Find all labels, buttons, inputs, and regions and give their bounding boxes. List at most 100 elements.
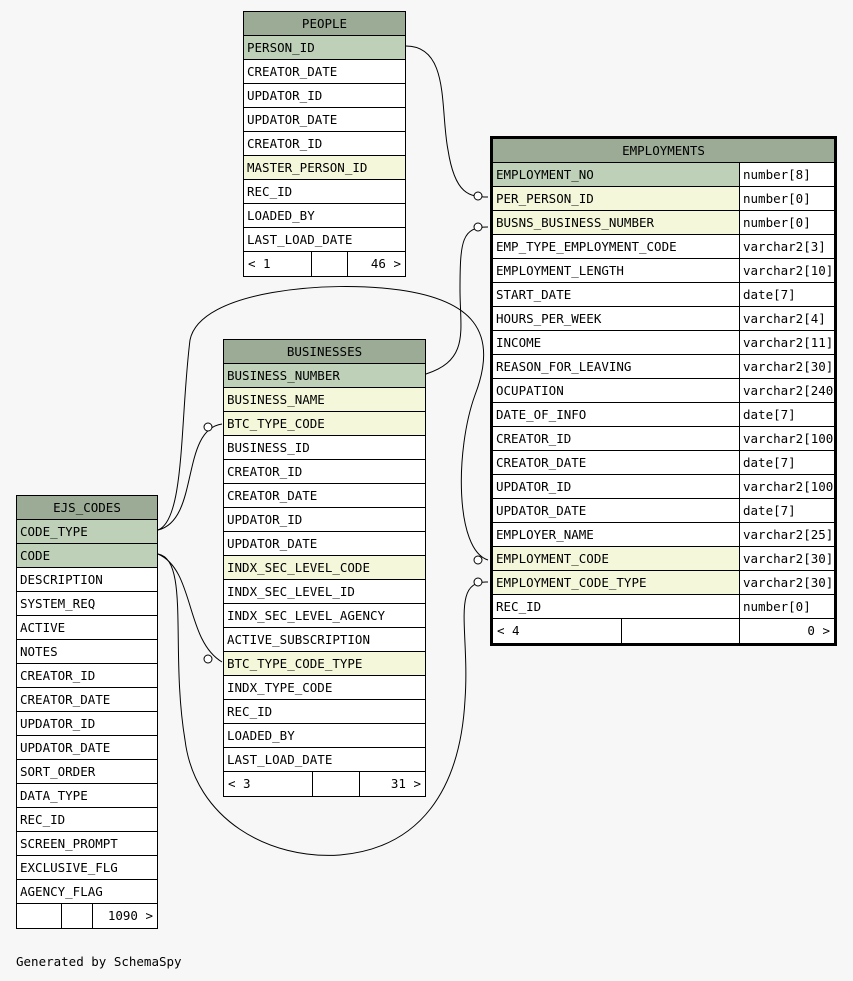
column-name: SYSTEM_REQ [20,596,96,611]
column-row[interactable]: UPDATOR_DATE [244,108,405,132]
footer-right: 0 > [807,623,830,638]
column-row[interactable]: LAST_LOAD_DATE [224,748,425,772]
column-name: LOADED_BY [247,208,315,223]
column-row[interactable]: INDX_SEC_LEVEL_ID [224,580,425,604]
column-row[interactable]: LAST_LOAD_DATE [244,228,405,252]
footer-divider [312,772,313,796]
column-row[interactable]: LOADED_BY [224,724,425,748]
column-row[interactable]: UPDATOR_ID [17,712,157,736]
column-row[interactable]: INDX_SEC_LEVEL_AGENCY [224,604,425,628]
column-name: NOTES [20,644,58,659]
column-type: date[7] [739,499,834,522]
column-row[interactable]: INDX_TYPE_CODE [224,676,425,700]
column-type: date[7] [739,403,834,426]
column-name: UPDATOR_DATE [227,536,318,551]
column-row[interactable]: CREATOR_ID [224,460,425,484]
column-name: DATE_OF_INFO [496,407,587,422]
column-name: CREATOR_DATE [20,692,111,707]
column-row[interactable]: BUSINESS_ID [224,436,425,460]
column-row[interactable]: REC_ID [244,180,405,204]
column-name: LOADED_BY [227,728,295,743]
footer-left: < 4 [497,623,520,638]
column-name: UPDATOR_DATE [247,112,338,127]
column-row[interactable]: EXCLUSIVE_FLG [17,856,157,880]
column-row[interactable]: MASTER_PERSON_ID [244,156,405,180]
column-row[interactable]: AGENCY_FLAG [17,880,157,904]
column-row[interactable]: SORT_ORDER [17,760,157,784]
column-name: UPDATOR_DATE [496,503,587,518]
column-row[interactable]: REC_ID [17,808,157,832]
footer-divider [61,904,62,928]
column-row[interactable]: BTC_TYPE_CODE [224,412,425,436]
column-row[interactable]: PERSON_ID [244,36,405,60]
column-row[interactable]: ACTIVE [17,616,157,640]
column-row[interactable]: CREATOR_ID [17,664,157,688]
column-name: EMPLOYMENT_LENGTH [496,263,624,278]
column-row[interactable]: CREATOR_ID [244,132,405,156]
table-title: PEOPLE [244,12,405,36]
column-row[interactable]: CODE_TYPE [17,520,157,544]
column-row[interactable]: BTC_TYPE_CODE_TYPE [224,652,425,676]
column-row[interactable]: CREATOR_DATE [224,484,425,508]
column-type: varchar2[30] [739,355,834,378]
optional-marker [473,222,483,232]
column-row[interactable]: UPDATOR_ID [244,84,405,108]
column-row[interactable]: UPDATOR_DATE [224,532,425,556]
column-row[interactable]: SCREEN_PROMPT [17,832,157,856]
column-type: varchar2[10] [739,259,834,282]
column-row[interactable]: UPDATOR_DATE date[7] [493,499,834,523]
column-name: UPDATOR_ID [496,479,572,494]
column-name: REC_ID [496,599,542,614]
column-row[interactable]: NOTES [17,640,157,664]
column-name: AGENCY_FLAG [20,884,103,899]
column-row[interactable]: UPDATOR_DATE [17,736,157,760]
column-name: EXCLUSIVE_FLG [20,860,118,875]
table-title: BUSINESSES [224,340,425,364]
column-row[interactable]: UPDATOR_ID [224,508,425,532]
column-name: BUSINESS_ID [227,440,310,455]
column-row[interactable]: CREATOR_DATE [17,688,157,712]
column-name: EMP_TYPE_EMPLOYMENT_CODE [496,239,677,254]
column-row[interactable]: DATE_OF_INFO date[7] [493,403,834,427]
column-row[interactable]: ACTIVE_SUBSCRIPTION [224,628,425,652]
column-row[interactable]: EMPLOYMENT_LENGTH varchar2[10] [493,259,834,283]
column-row[interactable]: CODE [17,544,157,568]
column-row[interactable]: SYSTEM_REQ [17,592,157,616]
column-row[interactable]: REC_ID [224,700,425,724]
column-row[interactable]: LOADED_BY [244,204,405,228]
column-type: varchar2[3] [739,235,834,258]
column-row[interactable]: EMP_TYPE_EMPLOYMENT_CODE varchar2[3] [493,235,834,259]
column-name: EMPLOYMENT_CODE_TYPE [496,575,647,590]
column-row[interactable]: DATA_TYPE [17,784,157,808]
column-row[interactable]: INDX_SEC_LEVEL_CODE [224,556,425,580]
column-row[interactable]: BUSINESS_NUMBER [224,364,425,388]
column-name: UPDATOR_ID [20,716,96,731]
column-name: CODE [20,548,51,563]
footer-left: < 3 [228,776,251,791]
column-row[interactable]: BUSINESS_NAME [224,388,425,412]
column-row[interactable]: DESCRIPTION [17,568,157,592]
column-row[interactable]: CREATOR_DATE [244,60,405,84]
link-businesses-employments [425,226,489,375]
column-name: UPDATOR_ID [227,512,303,527]
